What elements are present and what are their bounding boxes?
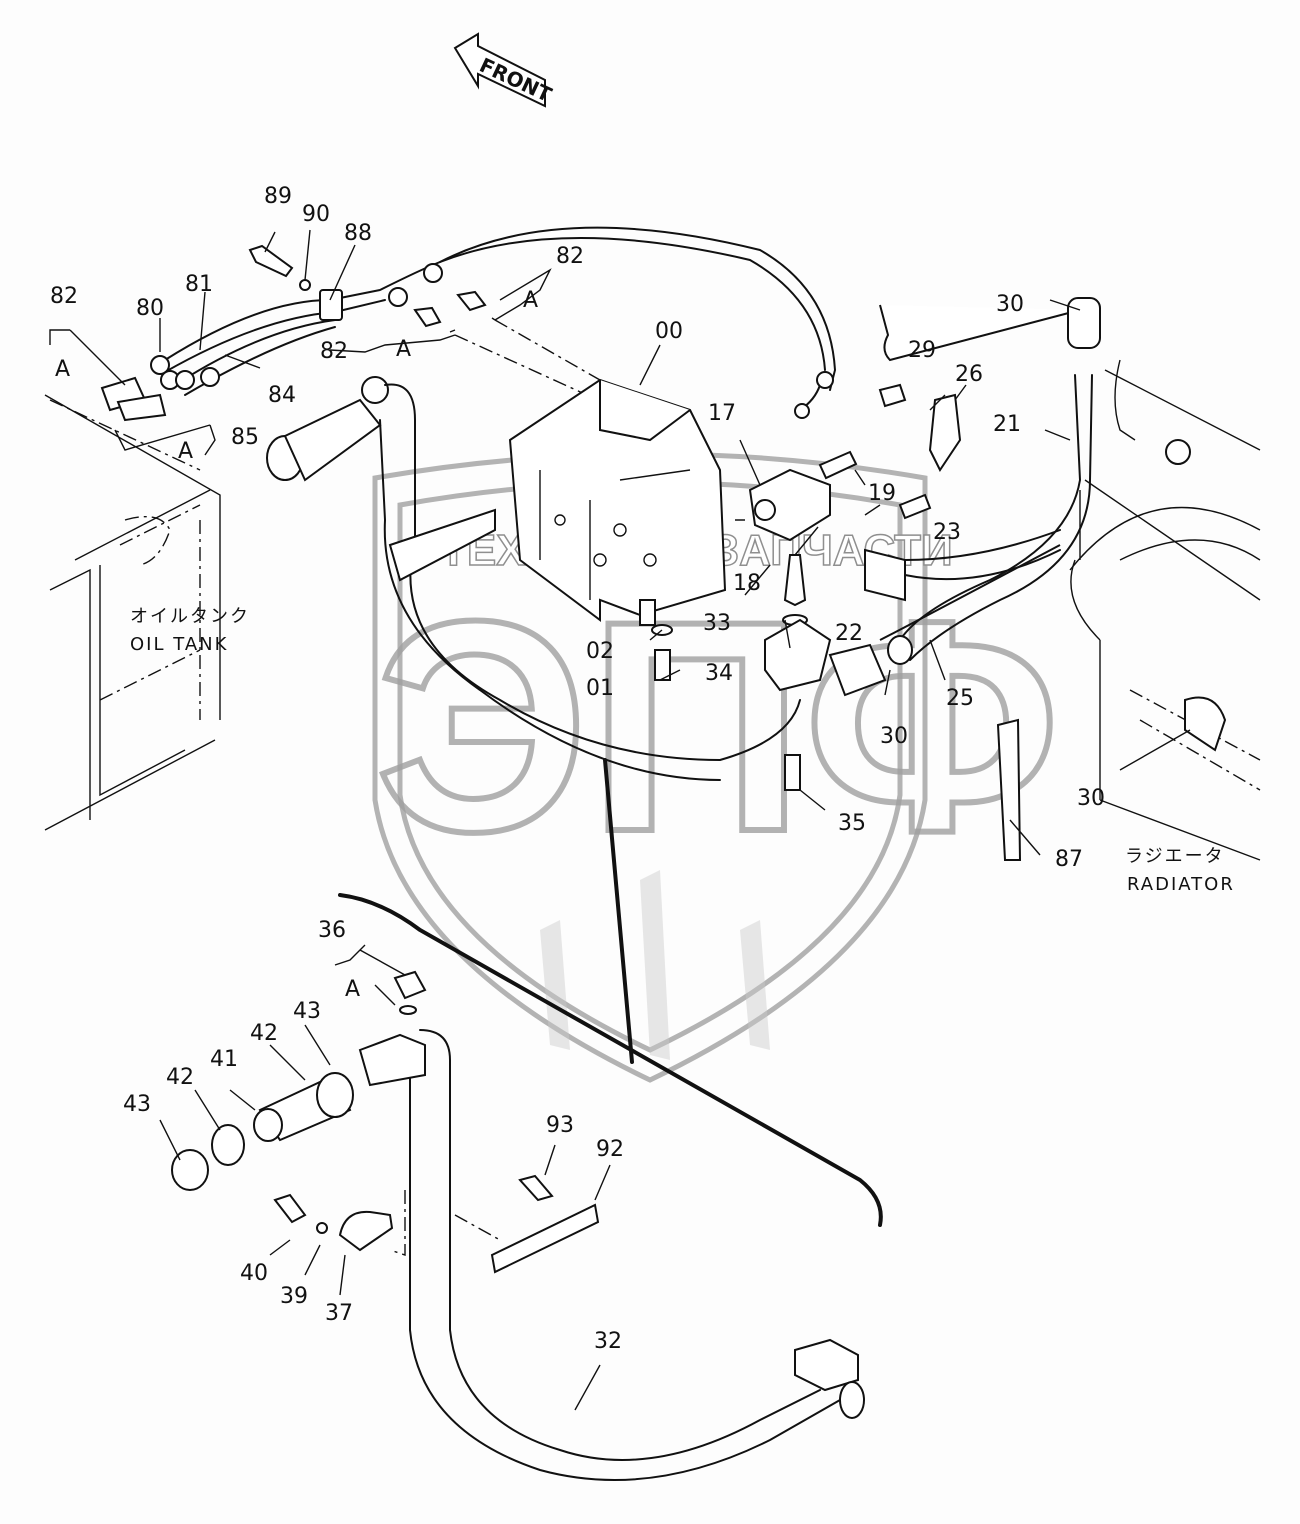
pilot-hoses [49,226,836,471]
oil-tank-label-en: OIL TANK [130,634,228,655]
callout-41: 41 [210,1047,238,1072]
callout-22: 22 [835,621,863,646]
grommet-30-radiator [1184,696,1227,752]
bolt-01 [654,649,671,681]
front-arrow: FRONT [453,32,556,108]
callout-26: 26 [955,362,983,387]
callout-A: A [396,337,411,362]
callout-89: 89 [264,184,292,209]
adapter-30 [828,643,887,697]
callout-35: 35 [838,811,866,836]
callout-42: 42 [250,1021,278,1046]
callout-02: 02 [586,639,614,664]
radiator-label-jp: ラジエータ [1125,846,1225,867]
callout-19: 19 [868,481,896,506]
callout-37: 37 [325,1301,353,1326]
control-valve-00 [508,378,727,626]
oil-tank-label-jp: オイルタンク [130,606,250,627]
callout-88: 88 [344,221,372,246]
callout-42: 42 [166,1065,194,1090]
callout-30: 30 [880,724,908,749]
front-label: FRONT [476,53,556,107]
bolt-40 [273,1193,307,1224]
callout-A: A [55,357,70,382]
radiator-label-en: RADIATOR [1127,874,1235,895]
flange-32 [794,1338,859,1392]
callouts: 89 90 88 82 82 82 81 80 84 85 A A A A A … [50,184,1105,1354]
washer-39 [316,1222,328,1234]
callout-85: 85 [231,425,259,450]
callout-82: 82 [556,244,584,269]
radiator: ラジエータ RADIATOR [1069,359,1261,895]
clamp-43-lower [171,1149,209,1191]
callout-36: 36 [318,918,346,943]
callout-84: 84 [268,383,296,408]
callout-93: 93 [546,1113,574,1138]
callout-A: A [178,439,193,464]
lower-assembly [171,970,865,1481]
callout-18: 18 [733,571,761,596]
plate-92 [490,1203,600,1274]
grommet-30 [1067,297,1101,349]
bolt-35 [784,754,801,791]
clamp-43 [316,1072,354,1118]
watermark-logo: ЭПФ [375,558,1060,894]
callout-34: 34 [705,661,733,686]
callout-00: 00 [655,319,683,344]
callout-33: 33 [703,611,731,636]
leader-lines [49,229,1191,1411]
callout-80: 80 [136,296,164,321]
callout-23: 23 [933,520,961,545]
callout-90: 90 [302,202,330,227]
bolt-93 [518,1174,554,1202]
callout-87: 87 [1055,847,1083,872]
radiator-cap-icon [1165,439,1191,465]
watermark-wheat-icon [540,870,770,1060]
suction-filter [266,376,801,781]
bolt-89 [248,244,294,278]
callout-39: 39 [280,1284,308,1309]
callout-43: 43 [293,999,321,1024]
callout-A: A [345,977,360,1002]
plug-36 [393,970,427,1000]
callout-30: 30 [1077,786,1105,811]
callout-82: 82 [50,284,78,309]
section-cut-line [338,893,883,1227]
clamp-37 [338,1210,394,1252]
bolt-29 [878,383,907,408]
callout-17: 17 [708,401,736,426]
callout-30: 30 [996,292,1024,317]
callout-92: 92 [596,1137,624,1162]
callout-A: A [523,288,538,313]
callout-82: 82 [320,339,348,364]
callout-01: 01 [586,676,614,701]
callout-43: 43 [123,1092,151,1117]
callout-29: 29 [908,338,936,363]
flange-34 [764,618,832,692]
leader-heavy [603,758,634,1064]
arrow-left-icon [453,32,546,108]
callout-81: 81 [185,272,213,297]
fitting-33 [783,554,807,607]
callout-40: 40 [240,1261,268,1286]
callout-25: 25 [946,686,974,711]
oil-tank: オイルタンク OIL TANK [44,394,250,831]
clamp-42 [211,1124,245,1166]
hose-clamp-88 [319,289,343,321]
callout-21: 21 [993,412,1021,437]
clip-26 [928,393,962,472]
callout-32: 32 [594,1329,622,1354]
